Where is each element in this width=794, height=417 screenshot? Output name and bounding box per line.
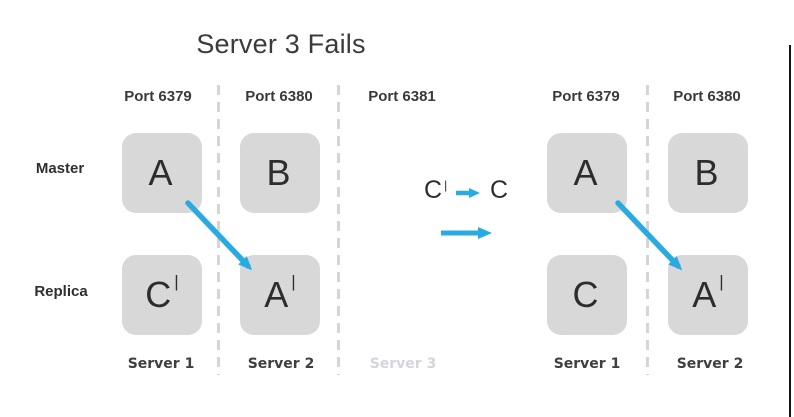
left-master-node-a: A: [122, 133, 202, 213]
right-port-6379-label: Port 6379: [552, 88, 620, 105]
left-column-divider-1: [217, 85, 220, 375]
node-letter: A: [264, 274, 289, 315]
left-server-2-label: Server 2: [247, 356, 315, 372]
transition-to-label: C: [490, 175, 508, 205]
right-master-node-a: A: [547, 133, 627, 213]
node-prime-mark: |: [174, 272, 179, 291]
right-column-divider: [646, 85, 649, 375]
node-letter: B: [694, 152, 719, 193]
replica-row-label: Replica: [34, 283, 88, 300]
transition-from-letter: C: [424, 176, 443, 204]
right-replica-node-a-prime: A|: [668, 255, 748, 335]
right-replica-node-c: C: [547, 255, 627, 335]
node-letter: A: [573, 152, 598, 193]
left-port-6381-label: Port 6381: [368, 88, 436, 105]
node-letter: A: [148, 152, 173, 193]
node-letter: B: [266, 152, 291, 193]
page-title: Server 3 Fails: [196, 29, 366, 59]
left-port-6380-label: Port 6380: [245, 88, 313, 105]
right-edge-border: [789, 45, 791, 417]
node-letter: C: [572, 274, 599, 315]
node-letter: C: [145, 274, 172, 315]
left-replica-node-a-prime: A|: [240, 255, 320, 335]
node-letter: A: [692, 274, 717, 315]
right-port-6380-label: Port 6380: [673, 88, 741, 105]
left-master-node-b: B: [240, 133, 320, 213]
transition-from-label: C|: [424, 175, 447, 209]
node-prime-mark: |: [719, 272, 724, 291]
master-row-label: Master: [35, 160, 85, 177]
left-server-3-label-failed: Server 3: [369, 356, 437, 372]
node-prime-mark: |: [291, 272, 296, 291]
left-port-6379-label: Port 6379: [124, 88, 192, 105]
right-server-2-label: Server 2: [676, 356, 744, 372]
transition-to-letter: C: [490, 176, 509, 204]
right-server-1-label: Server 1: [553, 356, 621, 372]
left-server-1-label: Server 1: [127, 356, 195, 372]
right-master-node-b: B: [668, 133, 748, 213]
transition-from-prime: |: [444, 178, 448, 192]
left-replica-node-c-prime: C|: [122, 255, 202, 335]
left-column-divider-2: [337, 85, 340, 375]
